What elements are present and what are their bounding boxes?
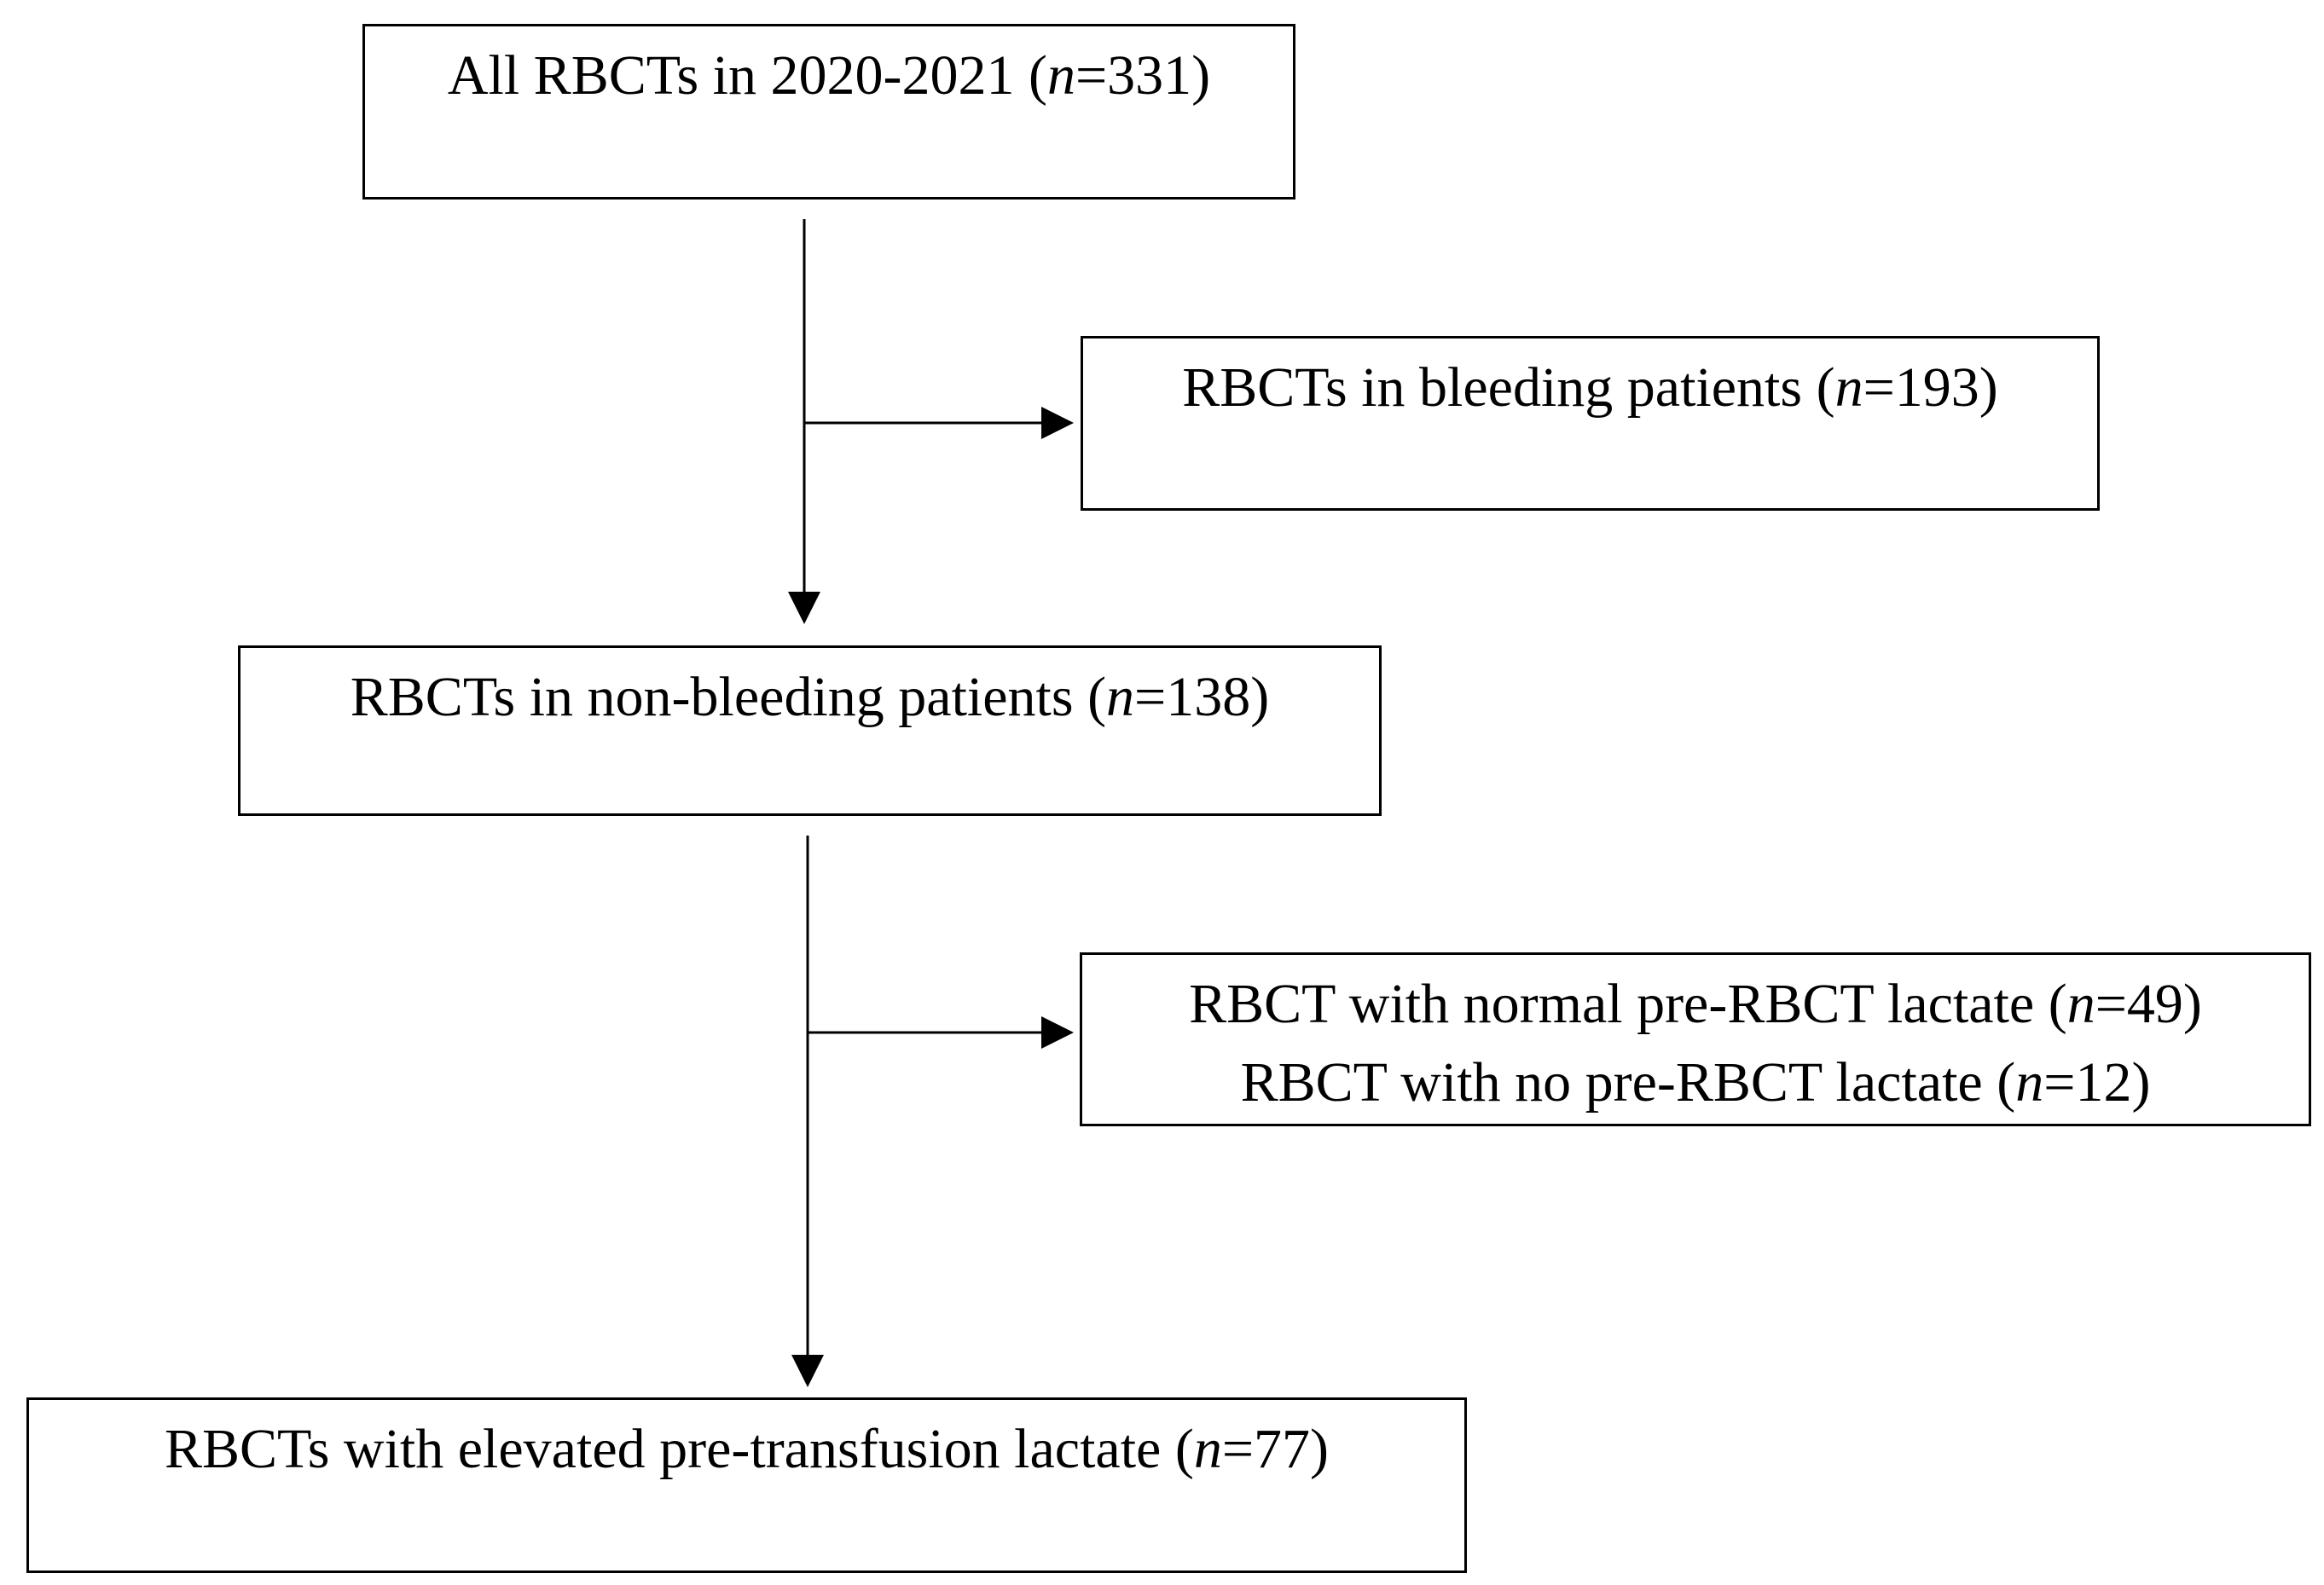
box-non-bleeding-patients: RBCTs in non-bleeding patients (n=138) — [238, 645, 1382, 816]
box-bleeding-patients-line: RBCTs in bleeding patients (n=193) — [1182, 356, 1998, 419]
arrowhead-right-1 — [1041, 407, 1074, 439]
box-no-lactate-line: RBCT with no pre-RBCT lactate (n=12) — [1240, 1051, 2151, 1114]
arrowhead-down-2 — [791, 1355, 824, 1387]
box-all-rbcts-line: All RBCTs in 2020-2021 (n=331) — [447, 44, 1211, 107]
box-bleeding-patients: RBCTs in bleeding patients (n=193) — [1081, 336, 2100, 511]
box-non-bleeding-patients-line: RBCTs in non-bleeding patients (n=138) — [350, 666, 1270, 728]
box-elevated-lactate-line: RBCTs with elevated pre-transfusion lact… — [164, 1418, 1330, 1480]
box-elevated-lactate: RBCTs with elevated pre-transfusion lact… — [26, 1397, 1467, 1573]
box-normal-or-no-lactate: RBCT with normal pre-RBCT lactate (n=49)… — [1080, 952, 2311, 1126]
box-all-rbcts: All RBCTs in 2020-2021 (n=331) — [362, 24, 1295, 200]
arrowhead-down-1 — [788, 592, 820, 624]
arrowhead-right-2 — [1041, 1016, 1074, 1049]
box-normal-lactate-line: RBCT with normal pre-RBCT lactate (n=49) — [1189, 973, 2202, 1035]
